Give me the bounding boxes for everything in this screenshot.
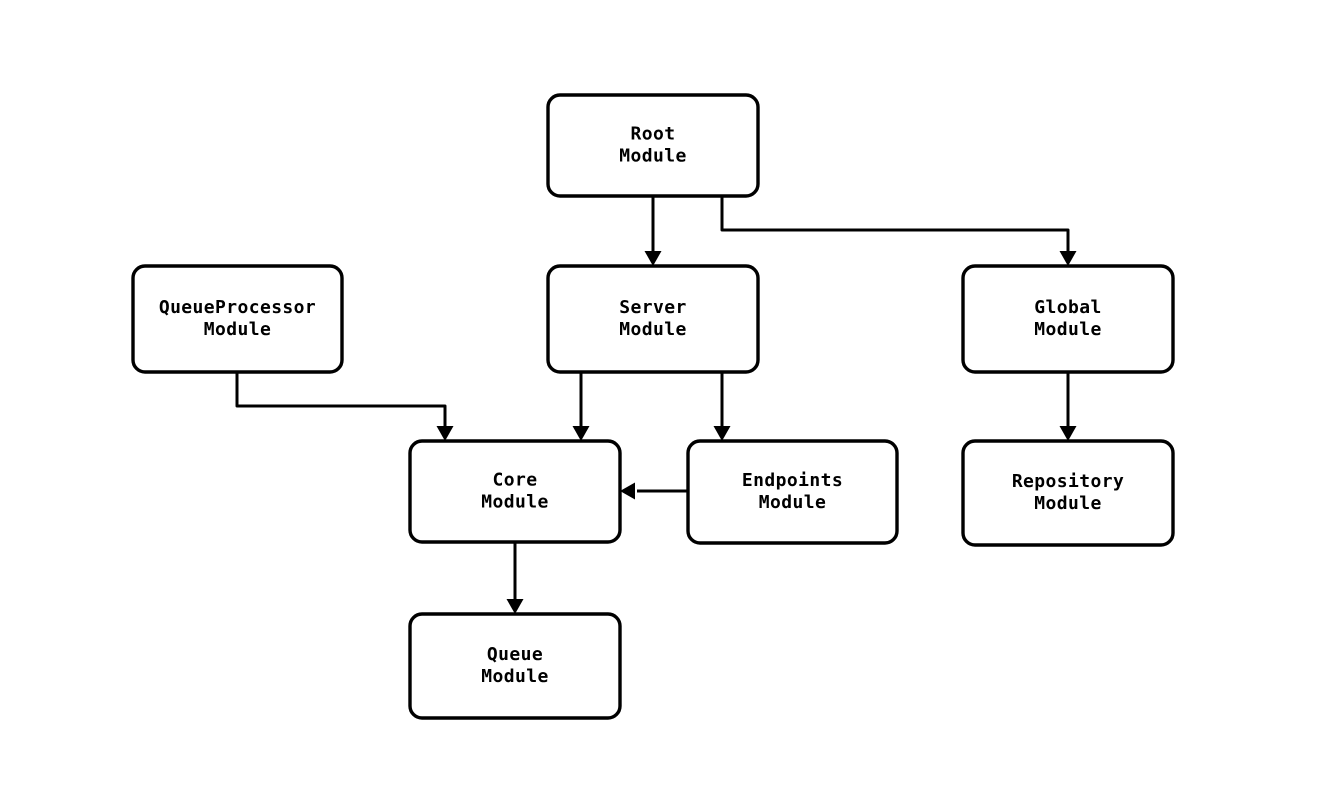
node-box [408, 439, 622, 544]
node-label-line2: Module [481, 666, 548, 687]
edge-global-to-repository [1059, 372, 1077, 441]
edge-arrowhead [572, 426, 590, 441]
edge-queueprocessor-to-core [235, 372, 454, 441]
node-layer: RootModuleQueueProcessorModuleServerModu… [131, 93, 1175, 720]
edge-core-to-queue [506, 542, 524, 614]
edge-endpoints-to-core [620, 482, 688, 500]
edge-arrowhead [620, 482, 635, 500]
node-label-line2: Module [619, 319, 686, 340]
node-label-line1: Repository [1012, 471, 1124, 492]
node-label-line1: Core [493, 470, 538, 491]
edge-server-to-core [572, 372, 590, 441]
edge-root-to-global [720, 196, 1077, 266]
edge-arrowhead [1059, 426, 1077, 441]
node-box [961, 439, 1175, 547]
edge-line [720, 196, 1070, 253]
node-label-line2: Module [1034, 319, 1101, 340]
edge-server-to-endpoints [713, 372, 731, 441]
edge-arrowhead [644, 251, 662, 266]
node-box [408, 612, 622, 720]
node-label-line2: Module [619, 146, 686, 167]
edge-arrowhead [436, 426, 454, 441]
node-label-line1: Server [619, 297, 686, 318]
edge-arrowhead [713, 426, 731, 441]
node-label-line2: Module [481, 492, 548, 513]
node-label-line1: Global [1034, 297, 1101, 318]
node-label-line1: Queue [487, 644, 543, 665]
node-label-line1: QueueProcessor [159, 297, 316, 318]
node-box [546, 93, 760, 198]
node-label-line1: Root [631, 124, 676, 145]
edge-arrowhead [506, 599, 524, 614]
node-box [546, 264, 760, 374]
edge-layer [235, 196, 1077, 614]
node-label-line2: Module [1034, 493, 1101, 514]
edge-line [235, 372, 447, 428]
node-label-line2: Module [759, 492, 826, 513]
node-box [686, 439, 899, 545]
node-label-line2: Module [204, 319, 271, 340]
node-box [961, 264, 1175, 374]
edge-arrowhead [1059, 251, 1077, 266]
edge-root-to-server [644, 196, 662, 266]
node-label-line1: Endpoints [742, 470, 843, 491]
node-box [131, 264, 344, 374]
